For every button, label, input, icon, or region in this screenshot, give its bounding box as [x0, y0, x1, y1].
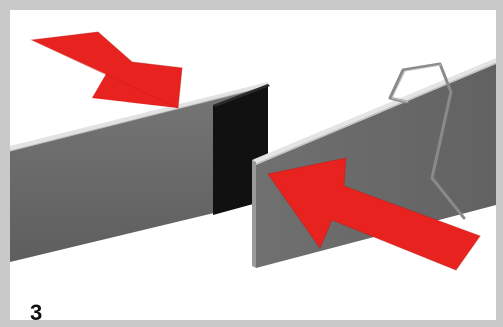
instruction-panel: 3	[10, 10, 496, 320]
left-board	[10, 82, 269, 262]
assembly-illustration	[10, 31, 496, 271]
step-number: 3	[30, 300, 43, 321]
push-arrow-icon	[30, 31, 183, 109]
wire-clip-icon	[388, 62, 466, 220]
push-arrow-icon	[267, 157, 481, 271]
